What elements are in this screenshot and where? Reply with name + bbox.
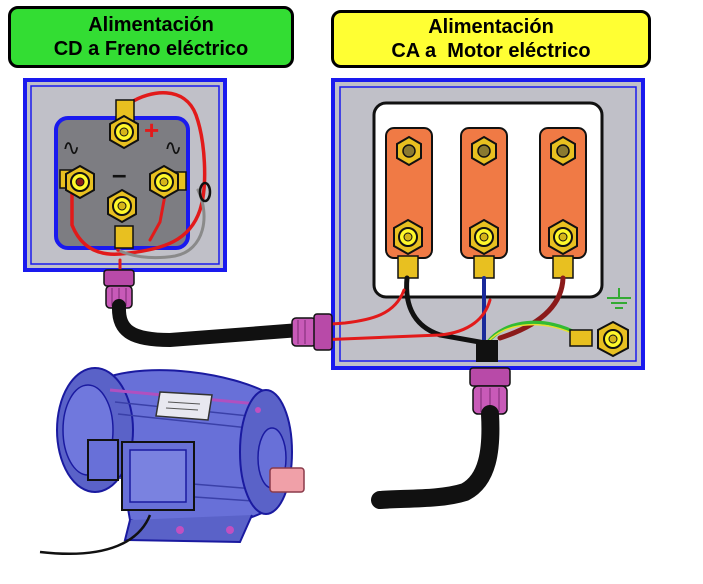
ground-terminal [569, 320, 629, 358]
side-cable-gland [291, 313, 333, 351]
ac-label-line2: CA a Motor eléctrico [391, 40, 591, 62]
electric-motor [39, 367, 305, 556]
minus-symbol: – [112, 159, 126, 189]
ac-supply-cable [371, 405, 500, 509]
dc-terminal-right [149, 164, 187, 200]
dc-terminal-left [59, 164, 95, 200]
dc-brake-label: Alimentación CD a Freno eléctrico [8, 6, 294, 68]
dc-label-line2: CD a Freno eléctrico [53, 38, 249, 60]
ac-wires [316, 275, 582, 347]
dc-cable-gland [103, 269, 135, 309]
ac-label-line1: Alimentación [428, 16, 554, 38]
ac-cable-gland [469, 367, 511, 415]
ground-symbol-icon [607, 288, 631, 309]
plus-symbol: + [144, 115, 159, 145]
dc-terminal-bottom [107, 188, 137, 249]
ac-terminal-strip-2 [460, 127, 508, 279]
ac-wave-left-icon: ∿ [62, 136, 80, 161]
wire-junction-block [476, 340, 498, 362]
dc-label-line1: Alimentación [88, 14, 214, 36]
dc-feed-cable [111, 299, 307, 348]
ac-motor-label: Alimentación CA a Motor eléctrico [331, 10, 651, 68]
ac-wave-right-icon: ∿ [164, 136, 182, 161]
dc-terminal-top [109, 99, 139, 150]
ac-terminal-strip-3 [539, 127, 587, 279]
ac-terminal-strip-1 [385, 127, 433, 279]
